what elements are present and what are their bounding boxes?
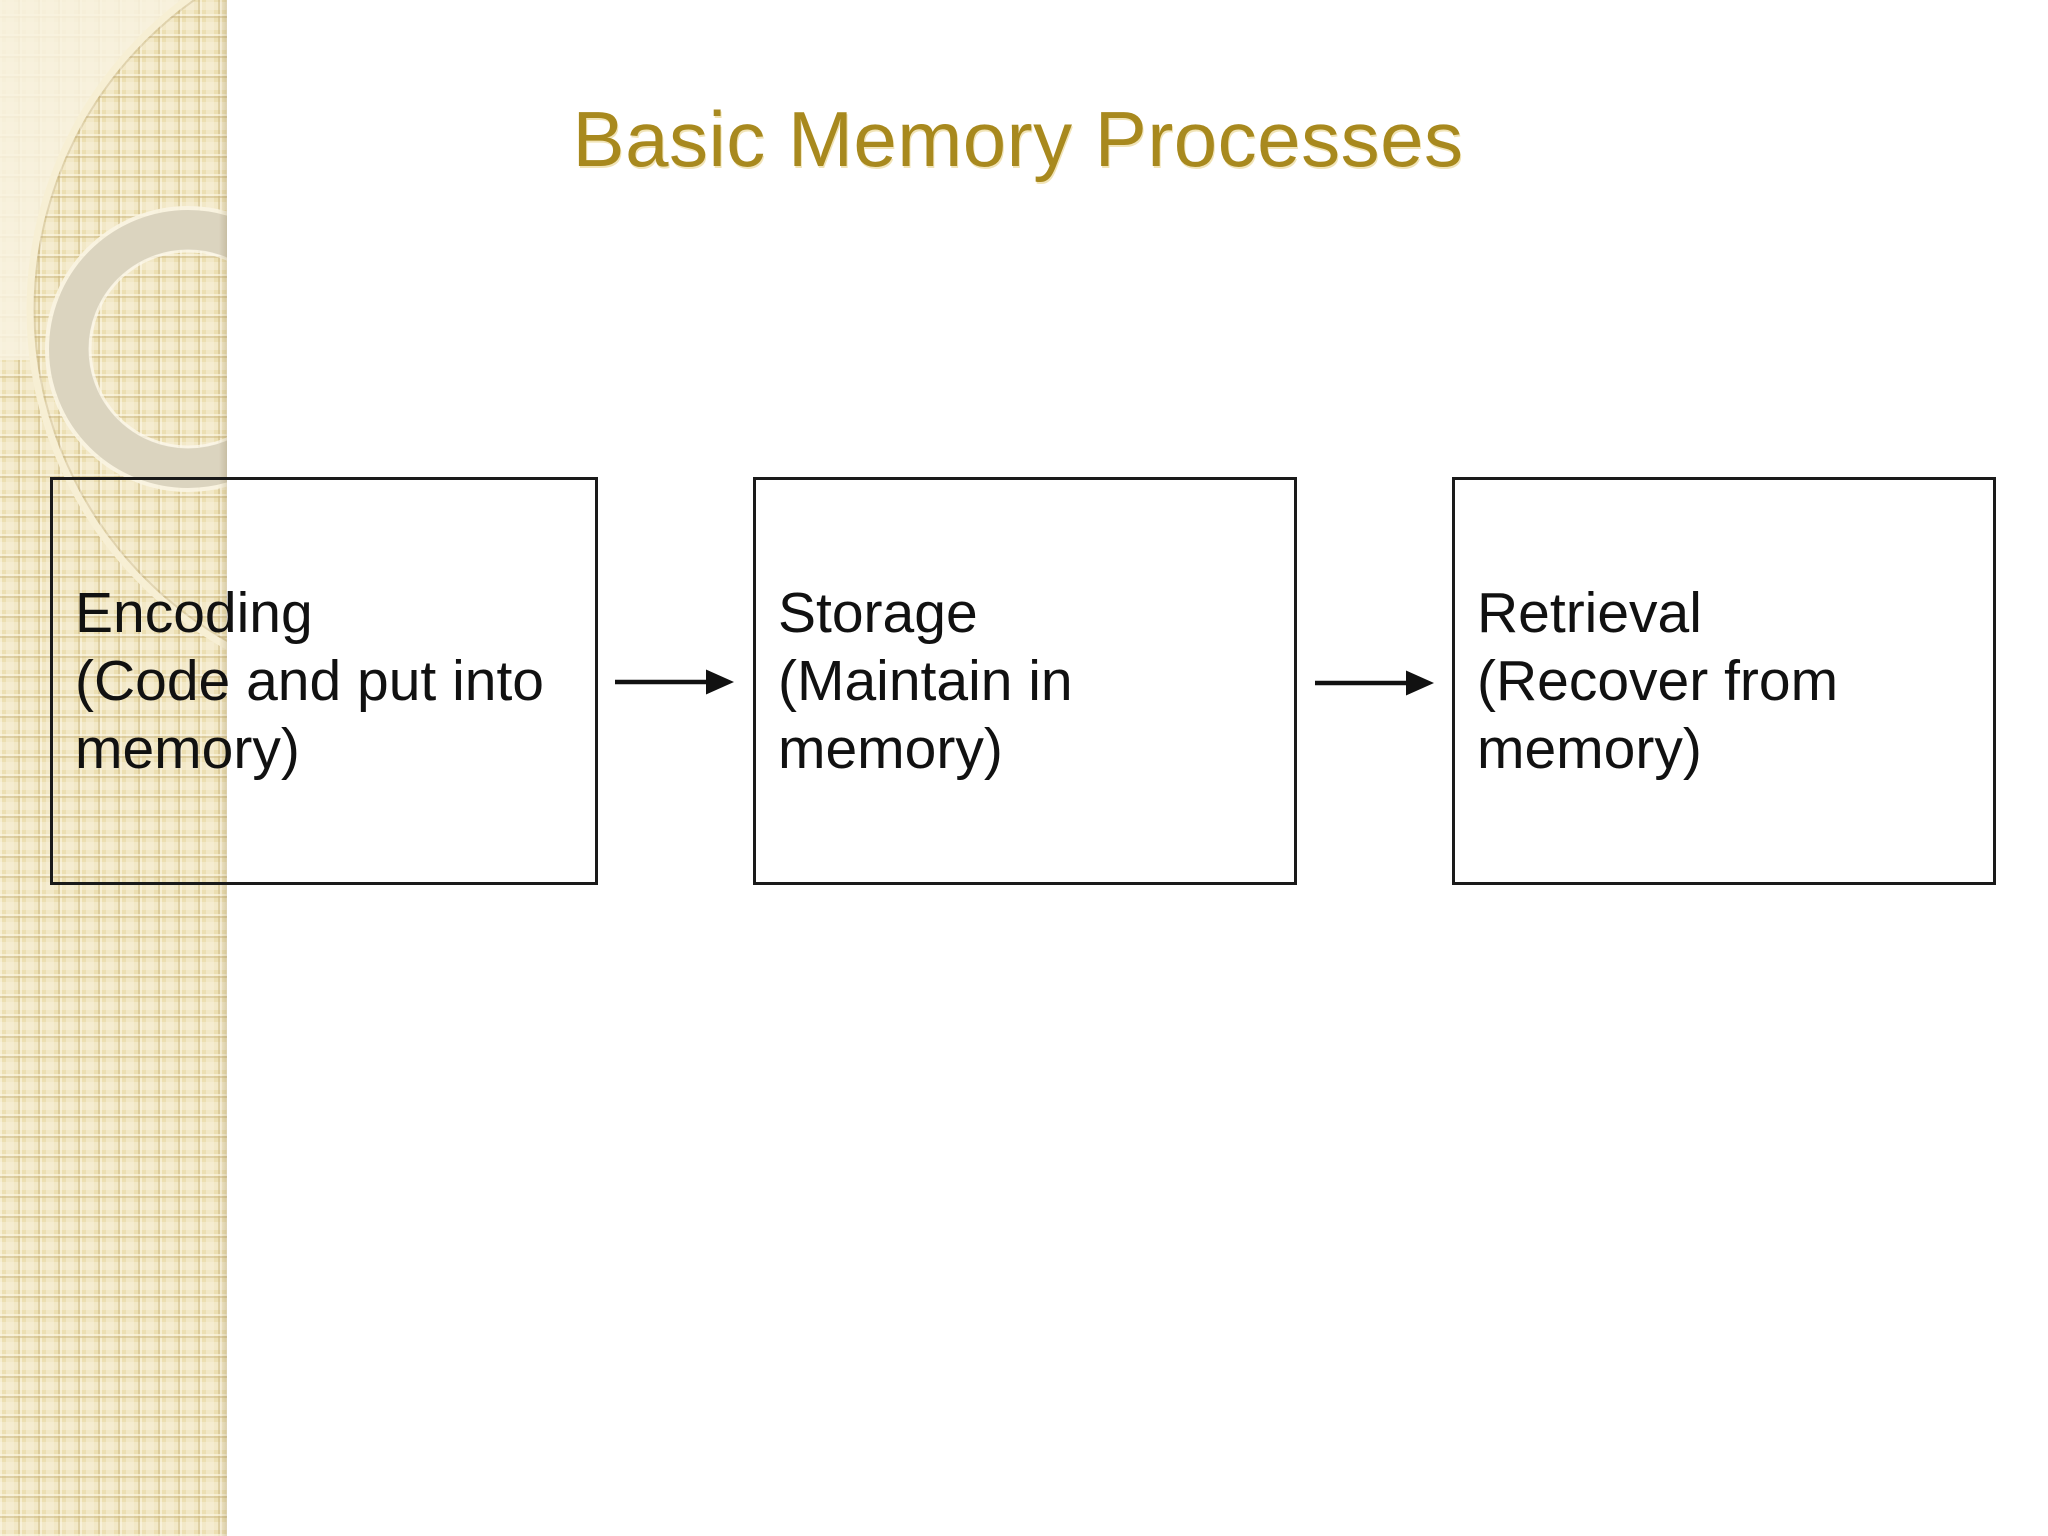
process-box-line: memory)	[75, 717, 300, 781]
thick-ring-outer-rim	[45, 206, 227, 492]
process-box-storage: Storage (Maintain in memory)	[753, 477, 1297, 885]
arrow-storage-to-retrieval	[1315, 670, 1434, 696]
arrow-head-icon	[706, 669, 734, 695]
process-box-retrieval: Retrieval (Recover from memory)	[1452, 477, 1996, 885]
process-box-line: (Code and put into	[75, 649, 544, 713]
arrow-encoding-to-storage	[615, 669, 734, 695]
process-box-line: memory)	[778, 717, 1003, 781]
process-box-line: Storage	[778, 581, 978, 645]
large-circle-shadow	[32, 0, 227, 644]
decorative-sidebar	[0, 0, 227, 1536]
thick-ring-inner-rim	[88, 249, 227, 449]
process-box-line: (Maintain in	[778, 649, 1073, 713]
arrow-head-icon	[1406, 670, 1434, 696]
process-box-line: Retrieval	[1477, 581, 1702, 645]
process-box-line: memory)	[1477, 717, 1702, 781]
thick-ring	[49, 210, 227, 488]
large-circle-outline	[26, 0, 227, 650]
process-box-line: (Recover from	[1477, 649, 1839, 713]
decorative-circles	[0, 0, 227, 650]
process-box-encoding: Encoding (Code and put into memory)	[50, 477, 598, 885]
process-box-line: Encoding	[75, 581, 313, 645]
page-title: Basic Memory Processes	[572, 95, 1464, 183]
